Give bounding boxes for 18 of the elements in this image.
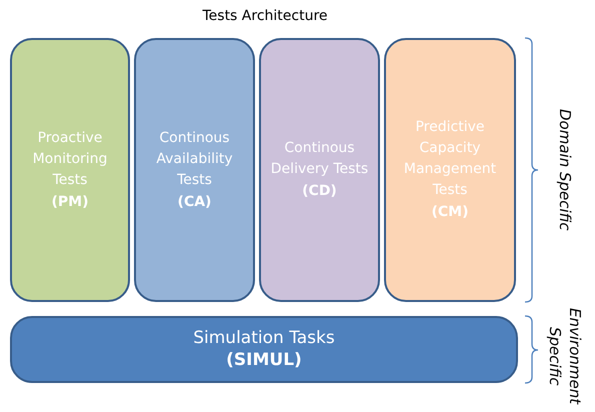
abbreviation: (CD) xyxy=(302,182,337,201)
test-category-box xyxy=(259,38,380,302)
box-title: Proactive Monitoring Tests xyxy=(32,128,108,190)
diagram-title: Tests Architecture xyxy=(201,8,329,24)
abbreviation: (SIMUL) xyxy=(226,349,302,371)
abbreviation: (CM) xyxy=(431,203,468,222)
layer-box xyxy=(10,316,518,383)
side-label: Domain Specific xyxy=(555,108,575,233)
abbreviation: (PM) xyxy=(52,192,88,212)
box-title: Predictive Capacity Management Tests xyxy=(402,118,498,200)
box-title: Continous Availability Tests xyxy=(155,128,234,190)
test-category-box xyxy=(384,38,516,302)
box-title: Continous Delivery Tests xyxy=(270,139,370,179)
test-category-box xyxy=(10,38,130,302)
abbreviation: (CA) xyxy=(178,192,212,212)
side-label: Environment Specific xyxy=(545,306,585,406)
test-category-box xyxy=(134,38,255,302)
box-title: Simulation Tasks xyxy=(192,328,336,349)
